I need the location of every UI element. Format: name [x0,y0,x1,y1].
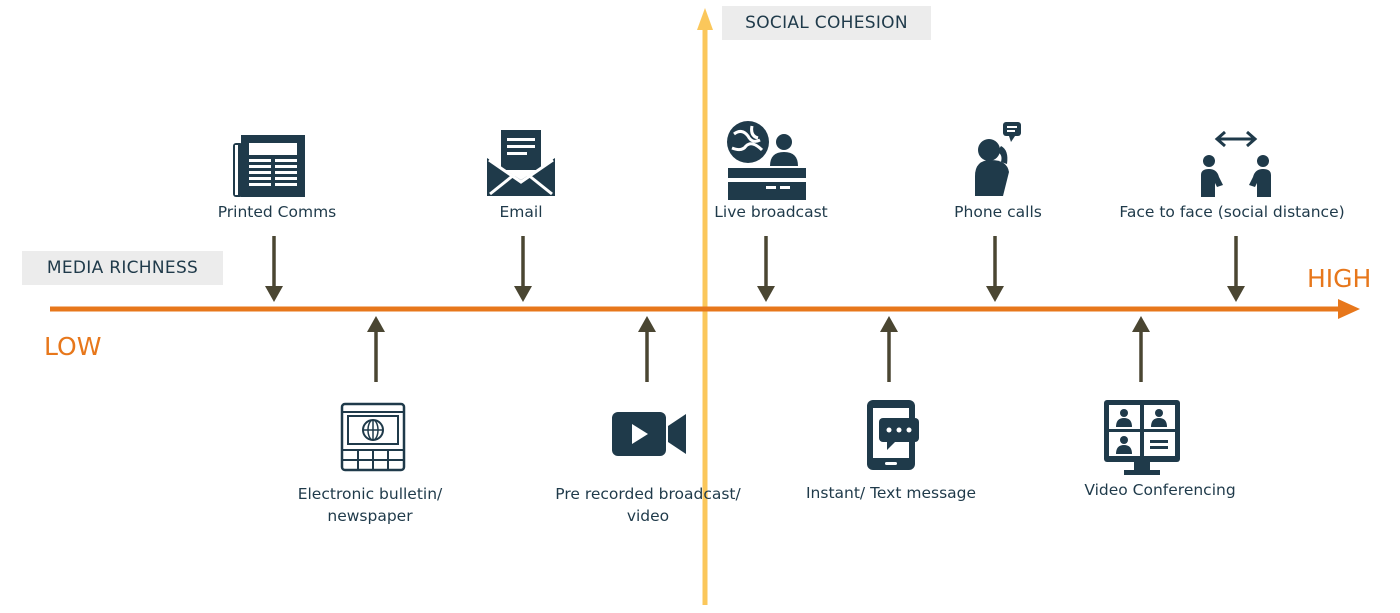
up-arrow-electronic-bulletin [367,316,385,382]
electronic-bulletin-icon [340,402,406,472]
video-camera-icon [612,412,686,456]
label-face-to-face: Face to face (social distance) [1119,203,1345,221]
up-arrow-video-conferencing [1132,316,1150,382]
media-richness-label: MEDIA RICHNESS [22,251,223,285]
label-printed-comms: Printed Comms [217,203,337,221]
label-electronic-bulletin: Electronic bulletin/ newspaper [297,485,443,525]
low-label: LOW [44,332,102,361]
up-arrow-text-message [880,316,898,382]
video-conferencing-icon [1104,400,1180,475]
high-label: HIGH [1307,264,1372,293]
down-arrow-email [514,236,532,302]
email-icon [487,130,555,196]
phone-call-icon [975,122,1021,196]
face-to-face-icon [1201,130,1271,197]
label-live-broadcast: Live broadcast [714,203,828,221]
text-message-icon [867,400,919,470]
newspaper-icon [233,135,305,197]
label-text-message: Instant/ Text message [805,484,977,502]
down-arrow-phone-calls [986,236,1004,302]
down-arrow-live-broadcast [757,236,775,302]
label-video-conferencing: Video Conferencing [1084,481,1236,499]
label-pre-recorded: Pre recorded broadcast/ video [555,485,741,525]
label-email: Email [499,203,543,221]
label-phone-calls: Phone calls [954,203,1042,221]
social-cohesion-arrowhead [697,8,713,30]
social-cohesion-label: SOCIAL COHESION [722,6,931,40]
live-broadcast-icon [727,121,806,200]
down-arrow-face-to-face [1227,236,1245,302]
media-richness-arrowhead [1338,299,1360,319]
down-arrow-printed-comms [265,236,283,302]
up-arrow-pre-recorded [638,316,656,382]
